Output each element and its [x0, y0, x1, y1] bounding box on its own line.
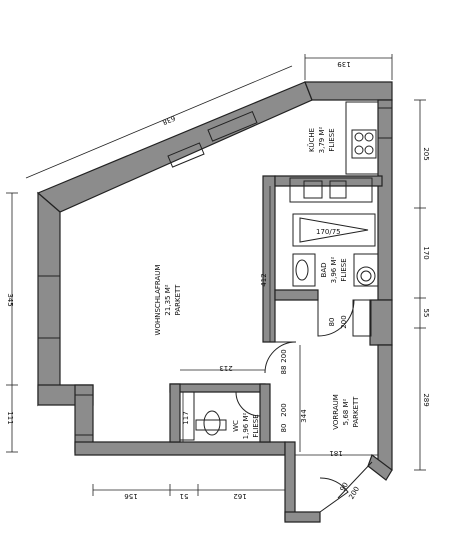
bathtub	[292, 213, 376, 247]
door-wc-height: 200	[280, 403, 288, 416]
room-floor: FLIESE	[252, 414, 260, 437]
wall-entry-bottom	[284, 511, 321, 523]
toilet-tank	[195, 419, 227, 431]
door-bad-height: 200	[340, 315, 348, 328]
dim-left-111: 111	[6, 411, 14, 424]
washbasin	[292, 253, 316, 287]
windows	[37, 107, 393, 436]
stove-icon	[351, 129, 377, 159]
door-wc-width: 80	[280, 424, 288, 433]
wall-vorraum-right	[377, 344, 393, 471]
sink-icon	[303, 180, 323, 199]
dim-inner-412: 412	[260, 273, 268, 286]
washing-machine-drum	[356, 266, 376, 286]
burner-icon	[354, 145, 364, 155]
washing-machine-drum-inner	[360, 270, 372, 282]
label-vorraum: VORRAUM 5,68 M² PARKETT	[332, 394, 360, 430]
kitchen-counter	[345, 101, 379, 175]
label-wohnschlafraum: WOHNSCHLAFRAUM 21,35 M² PARKETT	[154, 265, 182, 336]
dim-inner-213: 213	[219, 364, 232, 372]
window-wc	[74, 394, 94, 436]
door-bad-swing	[317, 299, 355, 337]
room-name: BAD	[320, 263, 328, 278]
window-left	[37, 275, 61, 339]
dim-bottom-156: 156	[124, 492, 138, 500]
wall-wc-right	[259, 383, 271, 443]
door-dimensions: 200 88 80 200 200 80 90 200	[280, 315, 361, 500]
dim-inner-181: 181	[329, 449, 342, 457]
room-area: 3,79 M²	[318, 126, 326, 153]
doors	[235, 299, 373, 513]
label-bad: BAD 3,96 M² FLIESE	[320, 256, 348, 283]
room-area: 1,96 M²	[242, 412, 250, 439]
burner-icon	[364, 132, 374, 142]
kitchen-unit	[289, 177, 373, 203]
dim-right-289: 289	[422, 393, 430, 406]
room-floor: PARKETT	[174, 284, 182, 316]
room-area: 21,35 M²	[164, 284, 172, 315]
wall-right	[377, 99, 393, 301]
wall-bath-right-lower	[369, 299, 393, 346]
wall-top-right	[304, 81, 393, 101]
fixtures: 170/75	[179, 101, 379, 441]
door-entry-leaf	[337, 461, 373, 499]
dim-right-55: 55	[422, 309, 430, 318]
door-living-sill: 88	[280, 366, 288, 375]
burner-icon	[354, 132, 364, 142]
dim-inner-344: 344	[300, 409, 308, 423]
label-kueche: KÜCHE 3,79 M² FLIESE	[307, 126, 336, 153]
room-area: 5,68 M²	[342, 398, 350, 425]
window-diagonal-1	[207, 110, 258, 142]
room-floor: PARKETT	[352, 396, 360, 428]
wall-entry-left	[284, 441, 296, 521]
wall-bath-bottom	[274, 289, 319, 301]
bathtub-triangle	[299, 217, 369, 243]
dim-top-139: 139	[337, 60, 350, 68]
door-living-height: 200	[280, 349, 288, 362]
cabinet	[352, 299, 372, 337]
dim-left-345: 345	[6, 293, 14, 306]
room-floor: FLIESE	[340, 258, 348, 281]
wall-interior-vertical	[262, 175, 276, 343]
room-name: WOHNSCHLAFRAUM	[154, 265, 162, 336]
room-floor: FLIESE	[328, 128, 336, 151]
dim-right-170: 170	[422, 246, 430, 259]
dim-inner-117: 117	[182, 411, 190, 424]
wc-washbasin	[179, 391, 195, 441]
drainboard-icon	[329, 180, 347, 199]
door-entry-width: 90	[339, 481, 350, 493]
bathtub-size: 170/75	[316, 228, 341, 236]
dim-diag-638: 638	[161, 114, 176, 127]
room-name: WC	[232, 420, 240, 432]
window-diagonal-2	[167, 142, 205, 168]
wall-wc-left	[169, 383, 181, 443]
dim-bottom-162: 162	[233, 492, 246, 500]
label-wc: WC 1,96 M² FLIESE	[232, 412, 260, 439]
door-living-swing	[264, 341, 297, 374]
door-wc-swing	[235, 391, 261, 417]
dim-right-205: 205	[422, 147, 430, 160]
washbasin-bowl	[295, 259, 309, 281]
dim-bottom-51: 51	[180, 492, 189, 500]
room-name: KÜCHE	[307, 128, 316, 152]
door-entry-height: 200	[347, 485, 361, 501]
wall-bottom	[74, 441, 286, 456]
toilet-bowl	[203, 410, 221, 436]
room-name: VORRAUM	[332, 394, 340, 430]
washing-machine	[353, 253, 379, 287]
door-entry-swing	[319, 477, 349, 513]
door-bad-width: 80	[328, 318, 336, 327]
wall-left	[37, 191, 61, 407]
room-labels: WOHNSCHLAFRAUM 21,35 M² PARKETT KÜCHE 3,…	[154, 126, 360, 439]
wall-entry-right	[367, 454, 393, 481]
wall-wc-top	[169, 383, 266, 393]
burner-icon	[364, 145, 374, 155]
room-area: 3,96 M²	[330, 256, 338, 283]
dim-line-diagonal	[25, 65, 293, 179]
